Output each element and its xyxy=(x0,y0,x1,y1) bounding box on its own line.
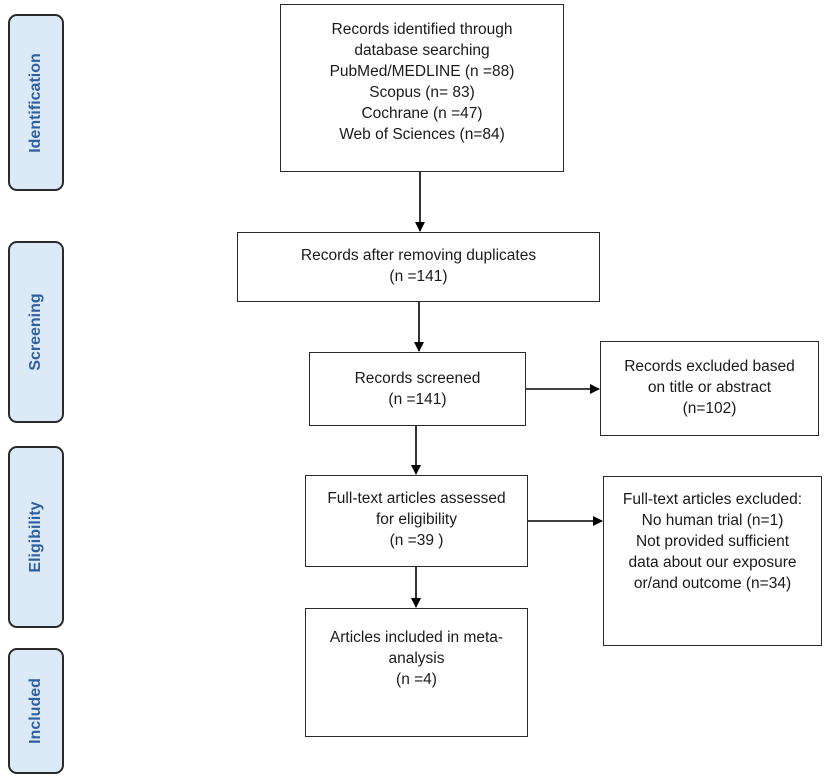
box-line: PubMed/MEDLINE (n =88) xyxy=(329,63,515,80)
box-line: Full-text articles assessed xyxy=(327,490,506,507)
box-line: Not provided sufficient xyxy=(635,533,790,550)
box-line: Full-text articles excluded: xyxy=(622,491,803,508)
box-line: (n=102) xyxy=(682,400,737,417)
box-fulltext-assessed: Full-text articles assessed for eligibil… xyxy=(305,475,528,567)
box-line: Records screened xyxy=(354,370,481,387)
box-line: Records identified through xyxy=(331,21,513,38)
phase-screening: Screening xyxy=(8,241,64,423)
box-line: Scopus (n= 83) xyxy=(369,84,475,101)
box-line: analysis xyxy=(388,650,445,667)
box-line: (n =4) xyxy=(396,671,437,688)
box-line: (n =141) xyxy=(388,391,447,408)
box-line: data about our exposure xyxy=(628,554,797,571)
box-after-duplicates: Records after removing duplicates (n =14… xyxy=(237,232,600,302)
box-line: Records excluded based xyxy=(624,358,795,375)
phase-identification: Identification xyxy=(8,14,64,191)
box-fulltext-excluded: Full-text articles excluded: No human tr… xyxy=(603,476,822,646)
phase-included: Included xyxy=(8,648,64,774)
box-line: Records after removing duplicates xyxy=(300,247,537,264)
box-line: No human trial (n=1) xyxy=(641,512,784,529)
box-line: on title or abstract xyxy=(647,379,772,396)
box-line: database searching xyxy=(354,42,490,59)
box-line: (n =39 ) xyxy=(389,532,444,549)
box-line: Cochrane (n =47) xyxy=(361,105,483,122)
box-records-screened: Records screened (n =141) xyxy=(309,352,526,426)
box-line: Web of Sciences (n=84) xyxy=(339,126,505,143)
box-records-identified: Records identified through database sear… xyxy=(280,4,564,172)
box-line: (n =141) xyxy=(389,268,448,285)
box-records-excluded: Records excluded based on title or abstr… xyxy=(600,341,819,436)
box-line: or/and outcome (n=34) xyxy=(633,575,792,592)
box-line: Articles included in meta- xyxy=(329,629,504,646)
box-line: for eligibility xyxy=(376,511,457,528)
box-included-meta-analysis: Articles included in meta- analysis (n =… xyxy=(305,608,528,737)
phase-eligibility: Eligibility xyxy=(8,446,64,628)
